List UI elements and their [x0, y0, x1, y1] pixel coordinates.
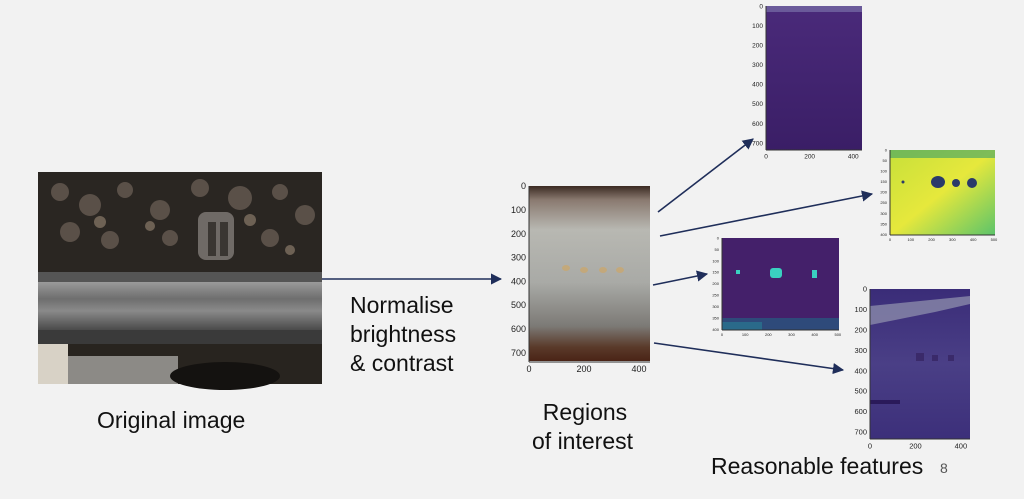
x-tick-label: 200 — [804, 154, 815, 161]
y-tick-label: 50 — [715, 247, 720, 252]
y-tick-label: 0 — [885, 147, 888, 152]
caption-normalise: Normalise brightness & contrast — [350, 291, 456, 378]
x-tick-label: 300 — [788, 332, 795, 337]
roi-plot: 0 100 200 300 400 500 600 700 0 200 400 — [511, 181, 650, 374]
y-tick-label: 100 — [880, 169, 887, 174]
x-tick-label: 200 — [909, 442, 922, 451]
y-tick-label: 200 — [752, 42, 763, 49]
y-tick-label: 300 — [752, 62, 763, 69]
y-tick-label: 0 — [717, 235, 720, 240]
feature-plot-top: 0 100 200 300 400 500 600 700 0 200 400 — [752, 3, 862, 161]
x-tick-label: 200 — [576, 364, 591, 374]
x-tick-label: 0 — [889, 237, 892, 242]
y-tick-label: 300 — [854, 346, 867, 355]
y-tick-label: 350 — [880, 221, 887, 226]
caption-features: Reasonable features — [711, 453, 924, 479]
x-tick-label: 500 — [834, 332, 841, 337]
caption-regions: Regions of interest — [532, 398, 633, 456]
x-tick-label: 400 — [970, 237, 977, 242]
y-tick-label: 300 — [511, 253, 526, 263]
y-tick-label: 200 — [511, 229, 526, 239]
y-tick-label: 0 — [759, 3, 763, 10]
arrow-roi-to-bottom — [653, 342, 845, 375]
y-tick-label: 250 — [712, 293, 719, 298]
y-tick-label: 400 — [712, 327, 719, 332]
y-tick-label: 600 — [511, 324, 526, 334]
x-tick-label: 200 — [765, 332, 772, 337]
caption-normalise-line-3: & contrast — [350, 350, 454, 376]
arrow-roi-to-top — [657, 138, 754, 213]
x-tick-label: 0 — [526, 364, 531, 374]
y-tick-label: 200 — [712, 281, 719, 286]
caption-original: Original image — [97, 407, 246, 433]
y-tick-label: 400 — [880, 232, 887, 237]
y-tick-label: 300 — [712, 304, 719, 309]
y-tick-label: 0 — [863, 285, 867, 294]
x-tick-label: 100 — [907, 237, 914, 242]
x-tick-label: 100 — [742, 332, 749, 337]
y-tick-label: 600 — [752, 121, 763, 128]
x-tick-label: 400 — [631, 364, 646, 374]
y-tick-label: 400 — [854, 366, 867, 375]
arrow-roi-to-middle — [652, 270, 709, 286]
x-tick-label: 300 — [949, 237, 956, 242]
y-tick-label: 350 — [712, 315, 719, 320]
y-tick-label: 200 — [854, 325, 867, 334]
y-tick-label: 100 — [752, 23, 763, 30]
y-tick-label: 150 — [712, 270, 719, 275]
x-tick-label: 500 — [991, 237, 998, 242]
y-tick-label: 100 — [511, 205, 526, 215]
y-tick-label: 100 — [712, 258, 719, 263]
y-tick-label: 400 — [511, 276, 526, 286]
x-tick-label: 400 — [811, 332, 818, 337]
y-tick-label: 300 — [880, 211, 887, 216]
y-tick-label: 500 — [854, 387, 867, 396]
feature-plot-yellow: 0 50 100 150 200 250 300 350 400 0 100 200 300 400 50… — [880, 147, 998, 242]
caption-regions-line-1: Regions — [542, 399, 628, 425]
y-tick-label: 100 — [854, 305, 867, 314]
y-tick-label: 700 — [752, 140, 763, 147]
y-tick-label: 700 — [854, 427, 867, 436]
x-tick-label: 400 — [848, 154, 859, 161]
flow-arrows — [322, 138, 874, 375]
y-tick-label: 200 — [880, 190, 887, 195]
y-tick-label: 700 — [511, 348, 526, 358]
arrow-roi-to-yellow — [659, 190, 874, 237]
y-tick-label: 150 — [880, 179, 887, 184]
x-tick-label: 400 — [955, 442, 968, 451]
caption-regions-line-2: of interest — [532, 428, 633, 454]
y-tick-label: 400 — [752, 82, 763, 89]
y-tick-label: 50 — [883, 158, 888, 163]
feature-plot-middle: 0 50 100 150 200 250 300 350 400 0 100 200 300 400 50… — [712, 235, 842, 337]
x-tick-label: 200 — [928, 237, 935, 242]
caption-normalise-line-1: Normalise — [350, 292, 454, 318]
caption-normalise-line-2: brightness — [350, 321, 457, 347]
y-tick-label: 500 — [752, 101, 763, 108]
x-tick-label: 0 — [764, 154, 768, 161]
feature-plot-bottom: 0 100 200 300 400 500 600 700 0 200 400 — [854, 285, 970, 451]
x-tick-label: 0 — [868, 442, 872, 451]
y-tick-label: 0 — [521, 181, 526, 191]
y-tick-label: 500 — [511, 300, 526, 310]
original-rail-photo — [38, 172, 322, 390]
x-tick-label: 0 — [721, 332, 724, 337]
y-tick-label: 250 — [880, 200, 887, 205]
page-number: 8 — [940, 460, 948, 476]
y-tick-label: 600 — [854, 407, 867, 416]
